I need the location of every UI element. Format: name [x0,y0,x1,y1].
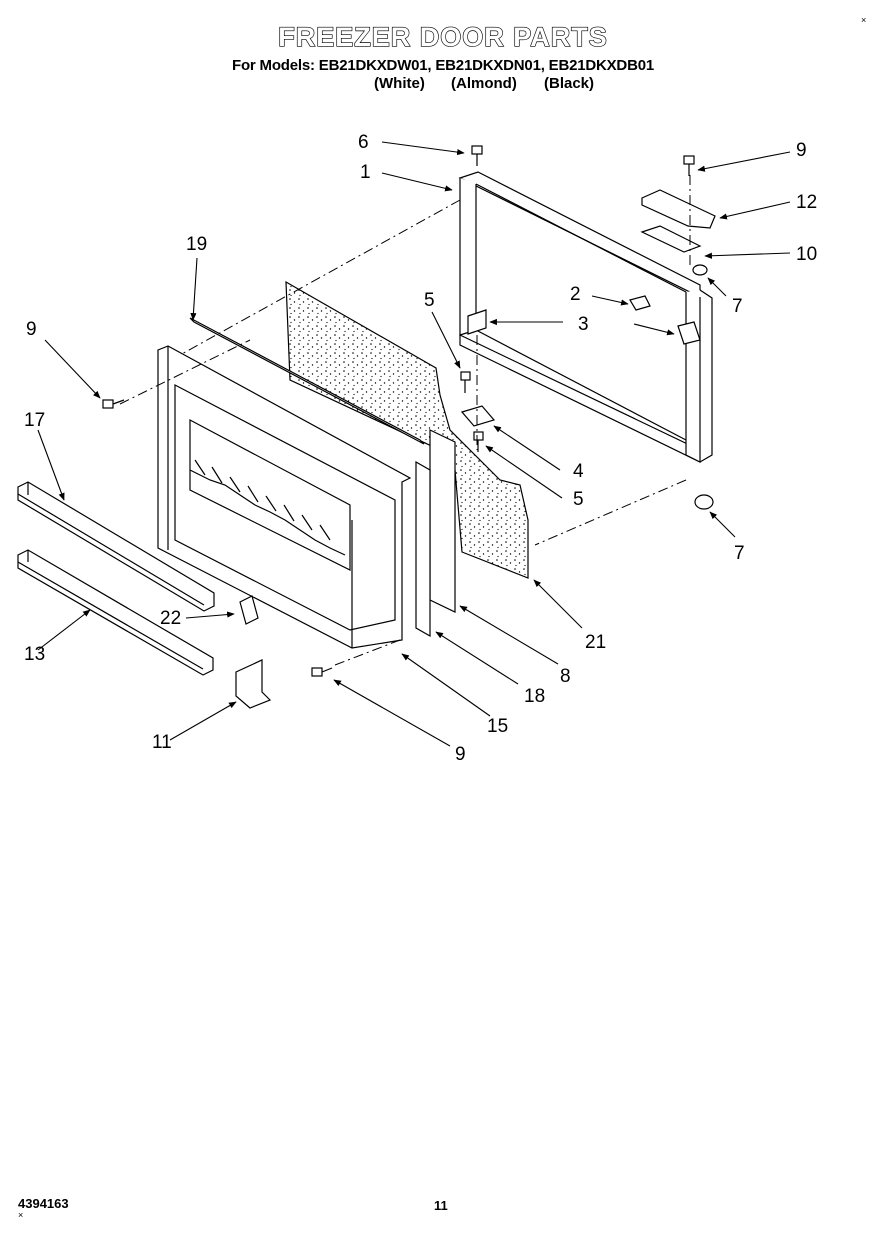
callout-17: 17 [24,410,45,431]
hinge-part-12 [641,189,716,229]
callout-13: 13 [24,644,45,665]
callout-6: 6 [358,132,369,153]
doc-number: 4394163 [18,1196,69,1211]
page-title: FREEZER DOOR PARTS [278,21,608,52]
callout-5-bottom: 5 [573,489,584,510]
shim-part-10 [640,225,702,253]
callout-4: 4 [573,461,584,482]
color-almond: (Almond) [451,75,517,92]
hinge-bracket-part-3b [677,321,701,345]
bushing-part-4 [460,405,496,427]
callout-11: 11 [152,732,172,753]
side-trim-part-18 [415,460,431,638]
hinge-bracket-part-3 [467,309,487,335]
side-panel-part-8 [429,429,456,613]
liner-shelf-ridges [189,459,346,556]
callout-7-top: 7 [732,296,743,317]
callout-9-left: 9 [26,319,37,340]
callout-7-bottom: 7 [734,543,745,564]
bracket-part-11 [235,659,272,709]
callout-22: 22 [160,608,181,629]
callout-12: 12 [796,192,817,213]
callout-21: 21 [585,632,606,653]
callout-18: 18 [524,686,545,707]
color-white: (White) [374,75,425,92]
corner-mark-bottom: × [18,1210,24,1220]
corner-mark: × [861,15,867,25]
callout-1: 1 [360,162,371,183]
callout-2: 2 [570,284,581,305]
plug-part-7-top [692,264,708,276]
callout-3: 3 [578,314,589,335]
callout-15: 15 [487,716,508,737]
models-line: For Models: EB21DKXDW01, EB21DKXDN01, EB… [232,57,654,74]
page-number: 11 [434,1198,448,1213]
color-black: (Black) [544,75,595,92]
handle-strip-part-13 [17,549,214,676]
plug-part-7-bottom [694,494,714,510]
door-frame-part-1 [458,171,713,463]
end-cap-part-22 [239,595,259,625]
callout-19: 19 [186,234,207,255]
callout-9-top: 9 [796,140,807,161]
callout-5-top: 5 [424,290,435,311]
screw-icon [102,145,695,677]
clip-part-2 [629,295,651,311]
callout-9-bottom: 9 [455,744,466,765]
callout-10: 10 [796,244,817,265]
callout-8: 8 [560,666,571,687]
